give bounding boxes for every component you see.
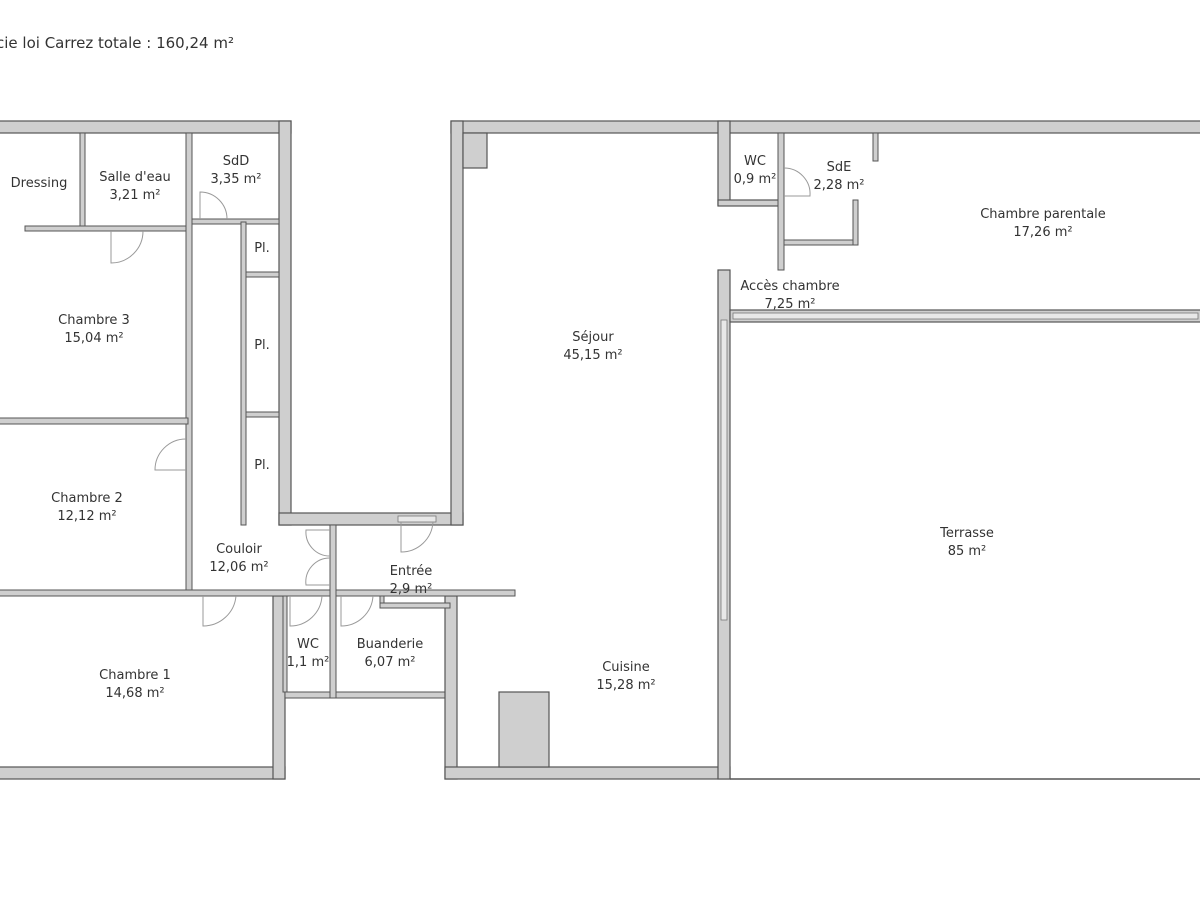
room-wc2-name: WC — [744, 154, 766, 169]
room-chambre-parentale-name: Chambre parentale — [980, 207, 1106, 222]
door-salle-eau[interactable] — [110, 230, 144, 264]
room-dressing-name: Dressing — [11, 176, 68, 191]
door-chambre1[interactable] — [202, 595, 237, 627]
door-chambre2[interactable] — [154, 438, 187, 471]
door-entree[interactable] — [400, 521, 434, 553]
placard-1: Pl. — [254, 241, 270, 256]
room-salle-eau-name: Salle d'eau — [99, 170, 171, 185]
room-cuisine-area: 15,28 m² — [596, 678, 655, 693]
door-couloir-1[interactable] — [305, 529, 331, 557]
room-chambre-parentale-area: 17,26 m² — [1013, 225, 1072, 240]
room-acces-chambre-name: Accès chambre — [740, 279, 839, 294]
room-buanderie-area: 6,07 m² — [365, 655, 416, 670]
room-couloir-area: 12,06 m² — [209, 560, 268, 575]
room-entree-area: 2,9 m² — [390, 582, 433, 597]
door-sde[interactable] — [783, 167, 811, 197]
room-entree-name: Entrée — [390, 564, 433, 579]
door-wc[interactable] — [289, 595, 323, 627]
total-area-label: cie loi Carrez totale : 160,24 m² — [0, 34, 234, 52]
room-sde-name: SdE — [827, 160, 852, 175]
room-sde-area: 2,28 m² — [814, 178, 865, 193]
room-chambre3-name: Chambre 3 — [58, 313, 130, 328]
room-chambre1-name: Chambre 1 — [99, 668, 171, 683]
door-buanderie[interactable] — [340, 595, 374, 627]
room-chambre3-area: 15,04 m² — [64, 331, 123, 346]
room-terrasse-area: 85 m² — [948, 544, 987, 559]
room-couloir-name: Couloir — [216, 542, 262, 557]
walls — [0, 120, 1200, 780]
room-buanderie-name: Buanderie — [357, 637, 424, 652]
room-cuisine-name: Cuisine — [602, 660, 650, 675]
room-wc1-name: WC — [297, 637, 319, 652]
placard-2: Pl. — [254, 338, 270, 353]
placard-3: Pl. — [254, 458, 270, 473]
room-wc1-area: 1,1 m² — [287, 655, 330, 670]
room-acces-chambre-area: 7,25 m² — [765, 297, 816, 312]
room-sejour-area: 45,15 m² — [563, 348, 622, 363]
room-labels: Dressing Salle d'eau 3,21 m² SdD 3,35 m²… — [11, 154, 1106, 701]
room-chambre2-area: 12,12 m² — [57, 509, 116, 524]
doors — [110, 167, 811, 627]
door-couloir-2[interactable] — [305, 557, 331, 586]
room-sdd-area: 3,35 m² — [211, 172, 262, 187]
room-sejour-name: Séjour — [572, 330, 614, 345]
room-sdd-name: SdD — [223, 154, 250, 169]
room-salle-eau-area: 3,21 m² — [110, 188, 161, 203]
room-wc2-area: 0,9 m² — [734, 172, 777, 187]
room-terrasse-name: Terrasse — [939, 526, 994, 541]
door-sdd[interactable] — [199, 191, 228, 220]
room-chambre1-area: 14,68 m² — [105, 686, 164, 701]
room-chambre2-name: Chambre 2 — [51, 491, 123, 506]
